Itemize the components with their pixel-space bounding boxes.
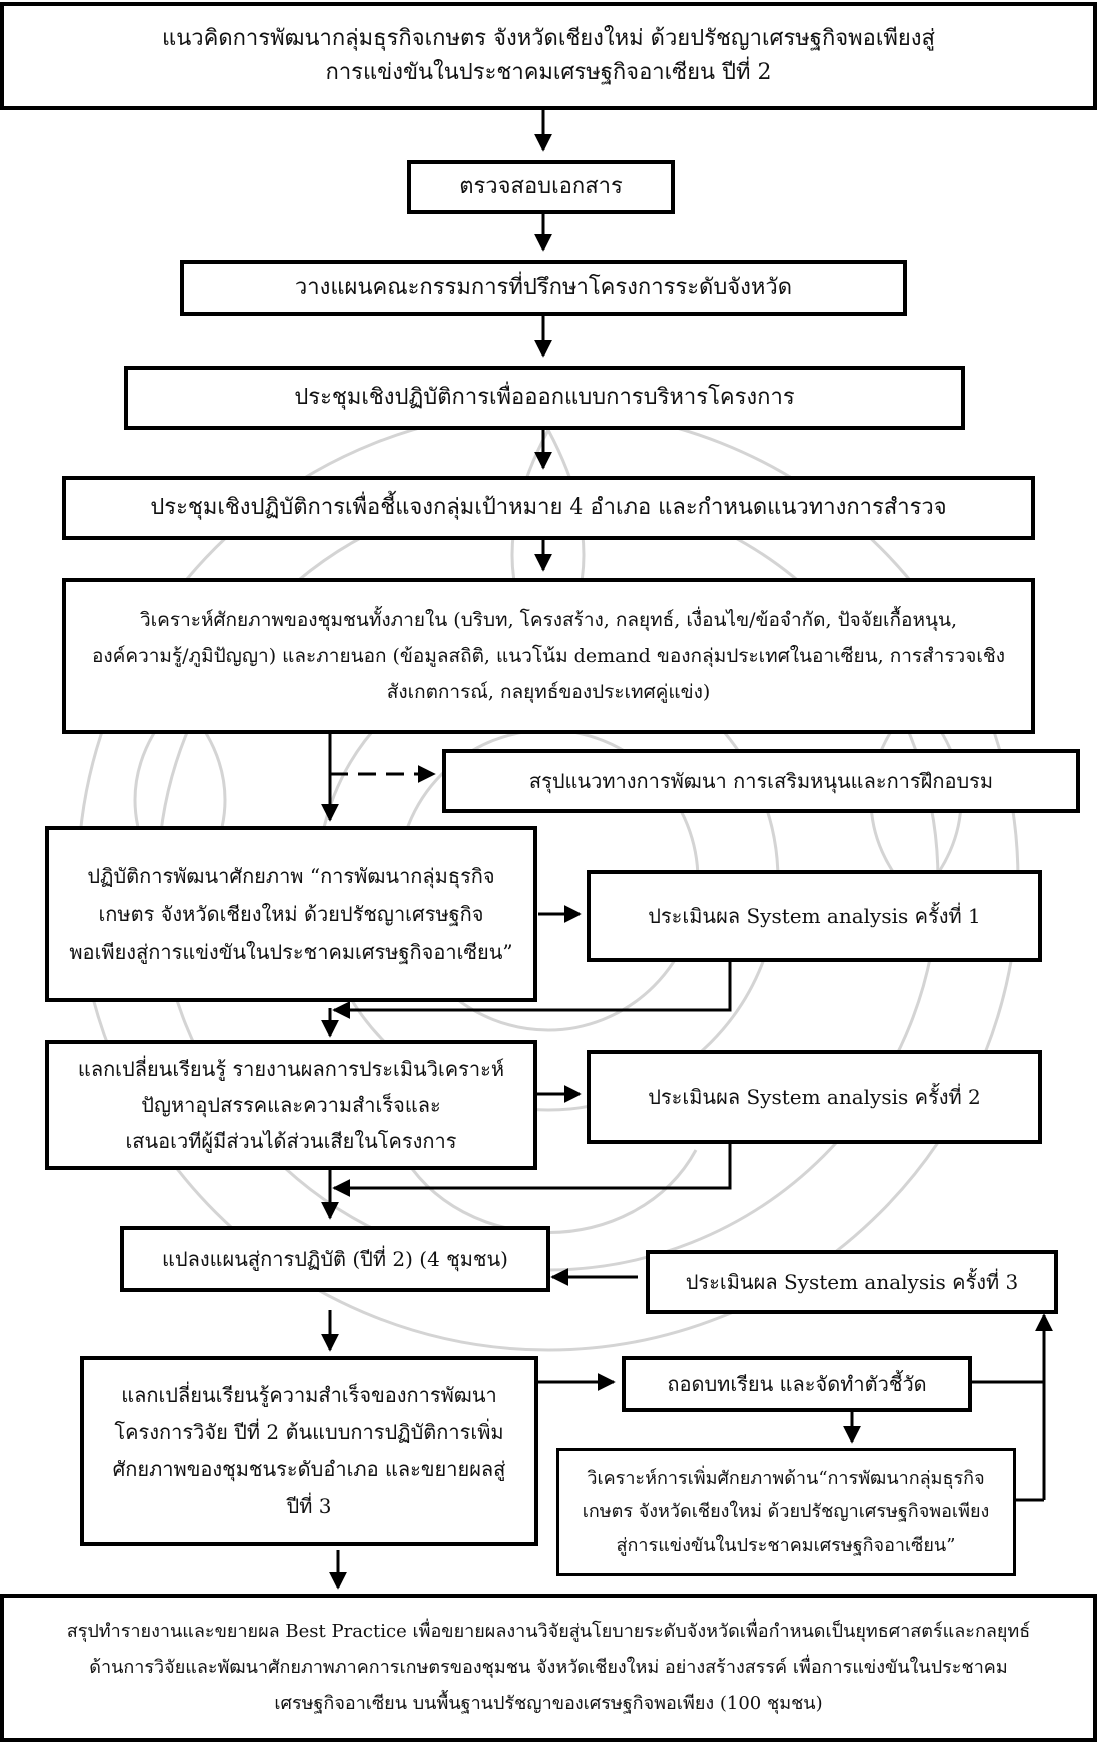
lessons-label: ถอดบทเรียน และจัดทำตัวชี้วัด: [667, 1371, 927, 1396]
exchange1-line-3: เสนอเวทีผู้มีส่วนได้ส่วนเสียในโครงการ: [125, 1129, 457, 1153]
workshop-target-box: ประชุมเชิงปฏิบัติการเพื่อชี้แจงกลุ่มเป้า…: [62, 476, 1035, 540]
plan-committee-box: วางแผนคณะกรรมการที่ปรึกษาโครงการระดับจัง…: [180, 260, 907, 316]
practice-box: ปฏิบัติการพัฒนาศักยภาพ “การพัฒนากลุ่มธุร…: [45, 826, 537, 1002]
exchange2-box: แลกเปลี่ยนเรียนรู้ความสำเร็จของการพัฒนา …: [80, 1356, 538, 1546]
practice-line-2: เกษตร จังหวัดเชียงใหม่ ด้วยปรัชญาเศรษฐกิ…: [98, 902, 484, 926]
exchange2-line-2: โครงการวิจัย ปีที่ 2 ต้นแบบการปฏิบัติการ…: [114, 1420, 504, 1444]
workshop-target-label: ประชุมเชิงปฏิบัติการเพื่อชี้แจงกลุ่มเป้า…: [150, 494, 947, 520]
practice-line-3: พอเพียงสู่การแข่งขันในประชาคมเศรษฐกิจอาเ…: [69, 940, 513, 964]
title-box: แนวคิดการพัฒนากลุ่มธุรกิจเกษตร จังหวัดเช…: [0, 2, 1097, 110]
exchange2-line-1: แลกเปลี่ยนเรียนรู้ความสำเร็จของการพัฒนา: [121, 1383, 497, 1407]
final-line-3: เศรษฐกิจอาเซียน บนพื้นฐานปรัชญาของเศรษฐก…: [274, 1693, 823, 1714]
exchange2-line-4: ปีที่ 3: [286, 1494, 332, 1518]
implement-box: แปลงแผนสู่การปฏิบัติ (ปีที่ 2) (4 ชุมชน): [120, 1226, 550, 1292]
final-line-1: สรุปทำรายงานและขยายผล Best Practice เพื่…: [66, 1621, 1031, 1642]
summary-guideline-label: สรุปแนวทางการพัฒนา การเสริมหนุนและการฝึก…: [528, 768, 994, 793]
exchange2-line-3: ศักยภาพของชุมชนระดับอำเภอ และขยายผลสู่: [112, 1457, 506, 1481]
workshop-design-box: ประชุมเชิงปฏิบัติการเพื่อออกแบบการบริหาร…: [124, 366, 965, 430]
lessons-box: ถอดบทเรียน และจัดทำตัวชี้วัด: [622, 1356, 972, 1412]
final-line-2: ด้านการวิจัยและพัฒนาศักยภาพภาคการเกษตรขอ…: [89, 1657, 1008, 1678]
eval2-box: ประเมินผล System analysis ครั้งที่ 2: [587, 1050, 1042, 1144]
final-box: สรุปทำรายงานและขยายผล Best Practice เพื่…: [0, 1594, 1097, 1742]
eval1-box: ประเมินผล System analysis ครั้งที่ 1: [587, 870, 1042, 962]
arrow-lessons-to-eval3: [972, 1313, 1053, 1384]
eval3-label: ประเมินผล System analysis ครั้งที่ 3: [685, 1269, 1019, 1294]
summary-guideline-box: สรุปแนวทางการพัฒนา การเสริมหนุนและการฝึก…: [442, 749, 1080, 813]
analysis2-box: วิเคราะห์การเพิ่มศักยภาพด้าน“การพัฒนากลุ…: [556, 1448, 1016, 1576]
title-line-2: การแข่งขันในประชาคมเศรษฐกิจอาเซียน ปีที่…: [325, 60, 772, 85]
check-documents-label: ตรวจสอบเอกสาร: [459, 173, 623, 199]
eval1-label: ประเมินผล System analysis ครั้งที่ 1: [648, 903, 981, 928]
exchange1-line-2: ปัญหาอุปสรรคและความสำเร็จและ: [141, 1093, 441, 1117]
analysis-line-3: สังเกตการณ์, กลยุทธ์ของประเทศคู่แข่ง): [386, 681, 711, 704]
exchange1-box: แลกเปลี่ยนเรียนรู้ รายงานผลการประเมินวิเ…: [45, 1040, 537, 1170]
title-line-1: แนวคิดการพัฒนากลุ่มธุรกิจเกษตร จังหวัดเช…: [162, 25, 935, 51]
analysis-line-1: วิเคราะห์ศักยภาพของชุมชนทั้งภายใน (บริบท…: [140, 608, 957, 631]
exchange1-line-1: แลกเปลี่ยนเรียนรู้ รายงานผลการประเมินวิเ…: [77, 1057, 505, 1081]
analysis-box: วิเคราะห์ศักยภาพของชุมชนทั้งภายใน (บริบท…: [62, 578, 1035, 734]
workshop-design-label: ประชุมเชิงปฏิบัติการเพื่อออกแบบการบริหาร…: [294, 384, 795, 410]
analysis2-line-2: เกษตร จังหวัดเชียงใหม่ ด้วยปรัชญาเศรษฐกิ…: [582, 1501, 990, 1523]
eval3-box: ประเมินผล System analysis ครั้งที่ 3: [646, 1250, 1058, 1314]
implement-label: แปลงแผนสู่การปฏิบัติ (ปีที่ 2) (4 ชุมชน): [162, 1246, 508, 1271]
analysis2-line-3: สู่การแข่งขันในประชาคมเศรษฐกิจอาเซียน”: [616, 1534, 956, 1556]
analysis-line-2: องค์ความรู้/ภูมิปัญญา) และภายนอก (ข้อมูล…: [91, 644, 1006, 667]
analysis2-line-1: วิเคราะห์การเพิ่มศักยภาพด้าน“การพัฒนากลุ…: [587, 1468, 985, 1490]
practice-line-1: ปฏิบัติการพัฒนาศักยภาพ “การพัฒนากลุ่มธุร…: [87, 864, 495, 888]
plan-committee-label: วางแผนคณะกรรมการที่ปรึกษาโครงการระดับจัง…: [294, 274, 793, 300]
check-documents-box: ตรวจสอบเอกสาร: [407, 160, 675, 214]
eval2-label: ประเมินผล System analysis ครั้งที่ 2: [648, 1084, 981, 1109]
